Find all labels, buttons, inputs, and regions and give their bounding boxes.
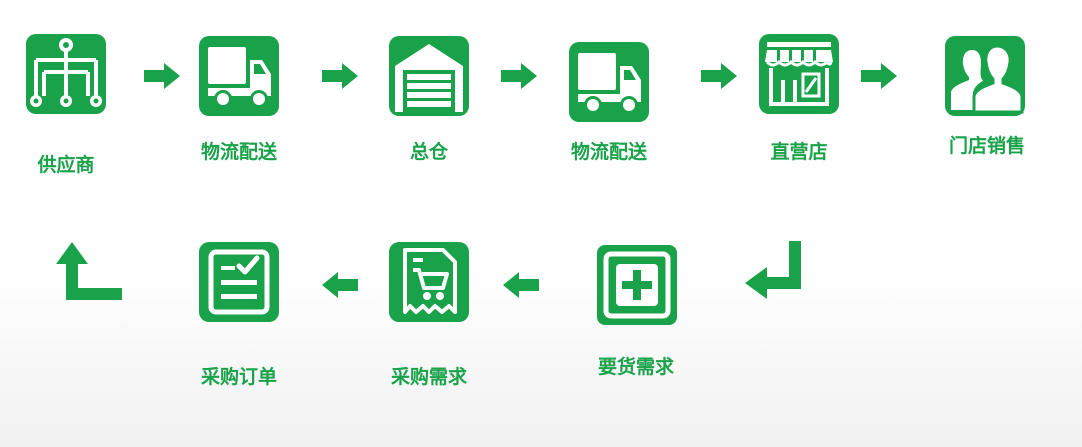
- right-arrow-icon: [144, 63, 180, 89]
- right-arrow-icon: [861, 63, 897, 89]
- step-label-supplier: 供应商: [37, 154, 95, 176]
- step-label-store-sales: 门店销售: [948, 135, 1025, 157]
- left-arrow-icon: [322, 272, 358, 298]
- turn-up-arrow-icon: [56, 242, 124, 300]
- store-sales-node: [945, 36, 1025, 116]
- storefront-icon: [759, 34, 839, 114]
- logistics-node-2: [569, 42, 649, 122]
- delivery-truck-icon: [199, 36, 279, 116]
- step-label-logistics-1: 物流配送: [200, 141, 277, 163]
- step-label-purchase-request: 采购需求: [390, 366, 467, 388]
- warehouse-node: [389, 36, 469, 116]
- purchase-order-node: [199, 242, 279, 322]
- shopping-receipt-icon: [389, 242, 469, 322]
- plus-box-icon: [597, 245, 677, 325]
- store-node: [759, 34, 839, 114]
- demand-request-node: [597, 245, 677, 325]
- supplier-hierarchy-icon: [26, 34, 106, 114]
- step-label-demand-request: 要货需求: [597, 356, 674, 378]
- supplier-node: [26, 34, 106, 114]
- step-label-store: 直营店: [770, 141, 828, 163]
- logistics-node-1: [199, 36, 279, 116]
- turn-down-left-arrow-icon: [745, 241, 803, 299]
- step-label-purchase-order: 采购订单: [200, 366, 277, 388]
- right-arrow-icon: [322, 63, 358, 89]
- purchase-request-node: [389, 242, 469, 322]
- step-label-warehouse: 总仓: [409, 141, 448, 163]
- right-arrow-icon: [501, 63, 537, 89]
- customers-icon: [945, 36, 1025, 116]
- warehouse-icon: [389, 36, 469, 116]
- step-label-logistics-2: 物流配送: [570, 141, 647, 163]
- left-arrow-icon: [503, 272, 539, 298]
- checklist-icon: [199, 242, 279, 322]
- delivery-truck-icon: [569, 42, 649, 122]
- right-arrow-icon: [701, 63, 737, 89]
